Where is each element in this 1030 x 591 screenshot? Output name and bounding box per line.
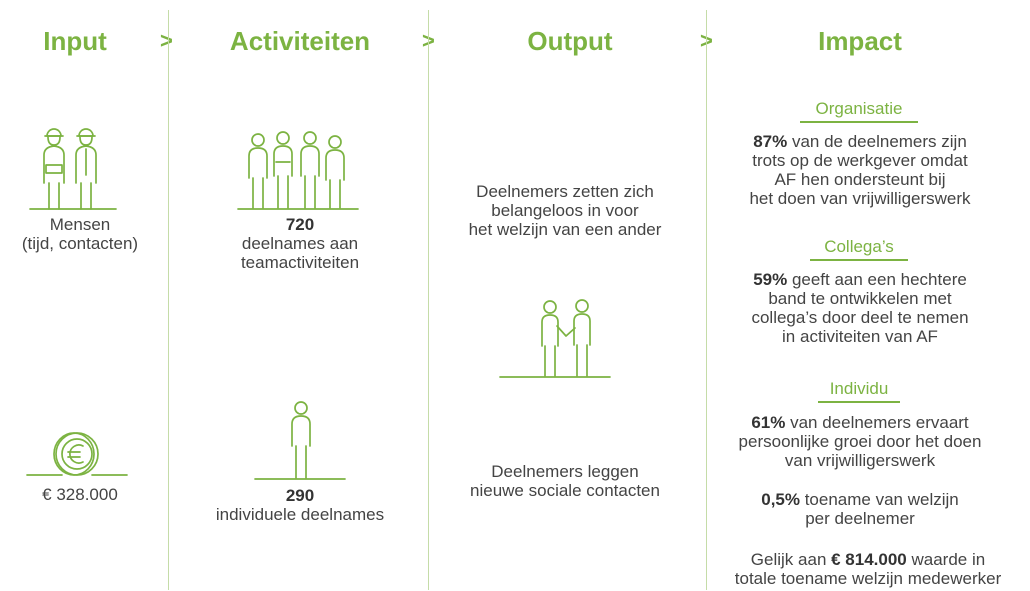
activities-individual-label: individuele deelnames — [215, 505, 385, 524]
impact-org-line3: AF hen ondersteunt bij — [774, 170, 946, 189]
impact-col-line2: band te ontwikkelen met — [768, 289, 952, 308]
workers-icon — [29, 128, 117, 210]
activities-team: 720 deelnames aan teamactiviteiten — [190, 215, 410, 272]
header-input: Input — [43, 26, 107, 56]
impact-wel-line2: per deelnemer — [805, 509, 915, 528]
impact-val-pre: Gelijk aan — [750, 550, 832, 569]
impact-wel-line1: toename van welzijn — [799, 490, 959, 509]
header-output: Output — [527, 26, 613, 56]
impact-ind-line1: van deelnemers ervaart — [785, 413, 969, 432]
impact-value-text: Gelijk aan € 814.000 waarde in totale to… — [708, 550, 1028, 588]
activities-individual-count: 290 — [285, 486, 315, 505]
impact-val-line2: totale toename welzijn medewerker — [734, 569, 1002, 588]
activities-team-line1: deelnames aan — [241, 234, 359, 253]
impact-col-line4: in activiteiten van AF — [782, 327, 938, 346]
impact-ind-line3: van vrijwilligerswerk — [784, 451, 936, 470]
impact-individual-title: Individu — [818, 379, 900, 403]
impact-org-pct: 87% — [753, 132, 788, 151]
divider-2 — [428, 10, 429, 590]
impact-org-line2: trots op de werkgever omdat — [752, 151, 968, 170]
impact-val-amount: € 814.000 — [831, 550, 907, 569]
impact-col-line1: geeft aan een hechtere — [787, 270, 967, 289]
input-people-label: Mensen (tijd, contacten) — [10, 215, 150, 253]
impact-wel-pct: 0,5% — [761, 490, 800, 509]
impact-val-post: waarde in — [906, 550, 986, 569]
output-selfless-line1: Deelnemers zetten zich — [476, 182, 654, 201]
header-activities: Activiteiten — [229, 26, 371, 56]
output-contacts-line2: nieuwe sociale contacten — [470, 481, 660, 500]
impact-individual-text: 61% van deelnemers ervaart persoonlijke … — [712, 413, 1008, 470]
output-contacts: Deelnemers leggen nieuwe sociale contact… — [440, 462, 690, 500]
impact-col-pct: 59% — [753, 270, 788, 289]
impact-organisation-text: 87% van de deelnemers zijn trots op de w… — [720, 132, 1000, 208]
impact-organisation-title: Organisatie — [800, 99, 918, 123]
handshake-icon — [499, 299, 611, 378]
team-icon — [237, 131, 359, 210]
impact-colleagues-title: Collega’s — [810, 237, 908, 261]
output-contacts-line1: Deelnemers leggen — [491, 462, 639, 481]
impact-colleagues-text: 59% geeft aan een hechtere band te ontwi… — [720, 270, 1000, 346]
arrow-1: > — [160, 28, 173, 53]
activities-team-count: 720 — [285, 215, 315, 234]
activities-team-line2: teamactiviteiten — [240, 253, 360, 272]
impact-ind-line2: persoonlijke groei door het doen — [738, 432, 982, 451]
person-icon — [254, 401, 346, 480]
input-people-line2: (tijd, contacten) — [21, 234, 139, 253]
impact-org-line4: het doen van vrijwilligerswerk — [749, 189, 971, 208]
impact-ind-pct: 61% — [751, 413, 786, 432]
output-selfless-line2: belangeloos in voor — [491, 201, 639, 220]
output-selfless: Deelnemers zetten zich belangeloos in vo… — [440, 182, 690, 239]
header-impact: Impact — [818, 26, 902, 56]
divider-3 — [706, 10, 707, 590]
euro-coin-icon — [26, 432, 128, 476]
impact-wellbeing-text: 0,5% toename van welzijn per deelnemer — [720, 490, 1000, 528]
input-money-label: € 328.000 — [42, 485, 118, 504]
activities-individual: 290 individuele deelnames — [180, 486, 420, 524]
impact-col-line3: collega’s door deel te nemen — [751, 308, 969, 327]
output-selfless-line3: het welzijn van een ander — [468, 220, 662, 239]
impact-org-line1: van de deelnemers zijn — [787, 132, 967, 151]
divider-1 — [168, 10, 169, 590]
input-people-line1: Mensen — [49, 215, 111, 234]
